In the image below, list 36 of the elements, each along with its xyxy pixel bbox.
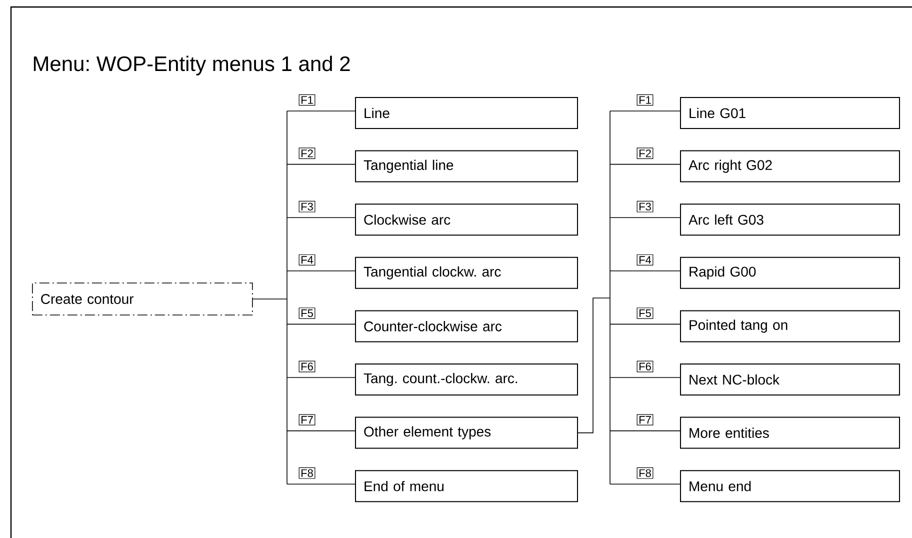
- menu-box: Menu end: [680, 470, 900, 502]
- function-key-label: F8: [636, 467, 654, 479]
- function-key-label: F2: [298, 148, 316, 159]
- menu-box: Rapid G00: [680, 256, 900, 289]
- title: Menu: WOP-Entity menus 1 and 2: [34, 56, 350, 76]
- menu-box: Pointed tang on: [680, 310, 900, 342]
- menu-box: Line G01: [680, 97, 900, 129]
- function-key-label: F5: [636, 308, 654, 319]
- menu-box: Next NC-block: [680, 364, 900, 396]
- menu-box: More entities: [680, 416, 900, 449]
- menu-box: Line: [355, 97, 578, 129]
- function-key-label: F6: [298, 360, 316, 372]
- menu-box: Tangential line: [355, 150, 578, 182]
- menu-box: Arc left G03: [680, 204, 900, 236]
- function-key-label: F6: [636, 360, 654, 372]
- menu-box: Tang. count.-clockw. arc.: [355, 364, 578, 396]
- function-key-label: F5: [298, 308, 316, 319]
- function-key-label: F4: [636, 254, 654, 266]
- function-key-label: F2: [636, 148, 654, 159]
- menu-box: Other element types: [355, 416, 578, 449]
- menu-box: Counter-clockwise arc: [355, 310, 578, 342]
- function-key-label: F8: [298, 467, 316, 479]
- connector-line: [578, 110, 680, 484]
- function-key-label: F4: [298, 254, 316, 266]
- connector-line: [252, 110, 356, 484]
- function-key-label: F3: [636, 200, 654, 212]
- function-key-label: F7: [636, 414, 654, 426]
- function-key-label: F7: [298, 414, 316, 426]
- menu-box: Arc right G02: [680, 150, 900, 182]
- start-box: Create contour: [32, 282, 253, 316]
- menu-box: End of menu: [355, 470, 578, 502]
- menu-box: Clockwise arc: [355, 204, 578, 236]
- function-key-label: F1: [298, 94, 316, 106]
- function-key-label: F3: [298, 200, 316, 212]
- function-key-label: F1: [636, 94, 654, 106]
- menu-box: Tangential clockw. arc: [355, 256, 578, 289]
